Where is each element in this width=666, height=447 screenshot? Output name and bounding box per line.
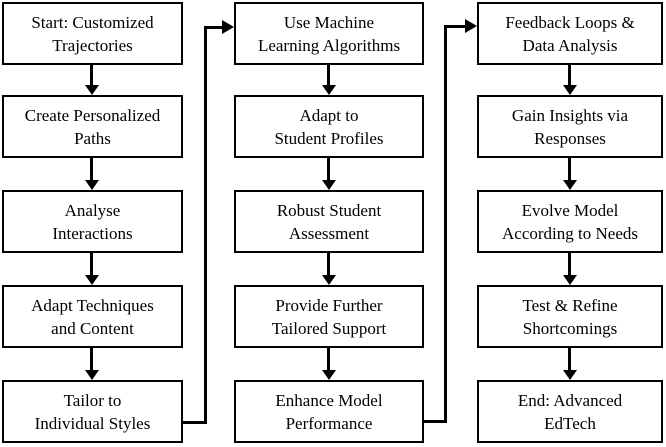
node-start-customized-trajectories: Start: Customized Trajectories [2, 2, 183, 65]
node-label-line: Performance [285, 413, 373, 433]
node-label-line: EdTech [544, 413, 596, 433]
down-arrow-head [85, 275, 99, 285]
arrow-shaft [327, 253, 330, 276]
node-label-line: Trajectories [52, 35, 133, 55]
down-arrow-head [85, 370, 99, 380]
node-label-line: Start: Customized [31, 12, 154, 32]
node-label-line: Analyse [64, 200, 121, 220]
node-gain-insights: Gain Insights via Responses [477, 95, 663, 158]
down-arrow-head [322, 370, 336, 380]
node-tailor-individual-styles: Tailor to Individual Styles [2, 380, 183, 443]
node-label-line: Responses [534, 128, 606, 148]
connector-segment [183, 421, 207, 424]
node-label-line: Feedback Loops & [505, 12, 635, 32]
down-arrow-head [322, 275, 336, 285]
arrow-shaft [327, 348, 330, 371]
node-analyse-interactions: Analyse Interactions [2, 190, 183, 253]
node-label-line: Enhance Model [275, 390, 383, 410]
down-arrow-head [563, 85, 577, 95]
down-arrow-head [563, 370, 577, 380]
arrow-shaft [568, 253, 571, 276]
down-arrow [85, 348, 99, 380]
node-label-line: Paths [74, 128, 111, 148]
node-label-line: Tailored Support [271, 318, 387, 338]
down-arrow [563, 158, 577, 190]
node-label-line: Individual Styles [34, 413, 151, 433]
node-label-line: Interactions [52, 223, 133, 243]
connector-segment [424, 420, 447, 423]
node-label-line: Robust Student [276, 200, 382, 220]
node-label-line: Create Personalized [24, 105, 161, 125]
arrow-shaft [327, 158, 330, 181]
down-arrow [563, 348, 577, 380]
down-arrow-head [85, 85, 99, 95]
node-tailored-support: Provide Further Tailored Support [234, 285, 424, 348]
node-end-advanced-edtech: End: Advanced EdTech [477, 380, 663, 443]
node-adapt-techniques-content: Adapt Techniques and Content [2, 285, 183, 348]
node-label-line: Test & Refine [522, 295, 618, 315]
node-enhance-model: Enhance Model Performance [234, 380, 424, 443]
down-arrow [85, 253, 99, 285]
right-arrow-head [465, 19, 477, 33]
down-arrow [563, 253, 577, 285]
node-label-line: Shortcomings [522, 318, 618, 338]
connector-segment [204, 26, 207, 424]
node-adapt-student-profiles: Adapt to Student Profiles [234, 95, 424, 158]
node-label-line: Evolve Model [521, 200, 619, 220]
right-arrow-head [222, 20, 234, 34]
node-feedback-loops: Feedback Loops & Data Analysis [477, 2, 663, 65]
node-label-line: Data Analysis [522, 35, 618, 55]
node-test-refine: Test & Refine Shortcomings [477, 285, 663, 348]
connector-segment [444, 25, 447, 423]
node-label-line: End: Advanced [517, 390, 623, 410]
down-arrow [563, 65, 577, 95]
down-arrow [85, 65, 99, 95]
arrow-shaft [90, 158, 93, 181]
node-label-line: Adapt Techniques [31, 295, 154, 315]
down-arrow-head [563, 180, 577, 190]
node-use-machine-learning: Use Machine Learning Algorithms [234, 2, 424, 65]
down-arrow [322, 348, 336, 380]
node-robust-assessment: Robust Student Assessment [234, 190, 424, 253]
arrow-shaft [568, 158, 571, 181]
down-arrow-head [85, 180, 99, 190]
arrow-shaft [327, 65, 330, 86]
down-arrow [322, 253, 336, 285]
down-arrow [322, 65, 336, 95]
down-arrow [322, 158, 336, 190]
arrow-shaft [90, 348, 93, 371]
connector-segment [444, 25, 466, 28]
arrow-shaft [568, 348, 571, 371]
node-label-line: Use Machine [283, 12, 375, 32]
connector-segment [204, 26, 223, 29]
down-arrow-head [563, 275, 577, 285]
node-label-line: Adapt to [299, 105, 359, 125]
node-label-line: and Content [51, 318, 134, 338]
arrow-shaft [568, 65, 571, 86]
node-evolve-model: Evolve Model According to Needs [477, 190, 663, 253]
down-arrow [85, 158, 99, 190]
node-label-line: Tailor to [63, 390, 122, 410]
node-label-line: Student Profiles [274, 128, 384, 148]
node-create-personalized-paths: Create Personalized Paths [2, 95, 183, 158]
node-label-line: Gain Insights via [511, 105, 629, 125]
down-arrow-head [322, 85, 336, 95]
arrow-shaft [90, 65, 93, 86]
node-label-line: Learning Algorithms [257, 35, 401, 55]
node-label-line: According to Needs [502, 223, 638, 243]
node-label-line: Provide Further [275, 295, 383, 315]
down-arrow-head [322, 180, 336, 190]
arrow-shaft [90, 253, 93, 276]
node-label-line: Assessment [288, 223, 370, 243]
